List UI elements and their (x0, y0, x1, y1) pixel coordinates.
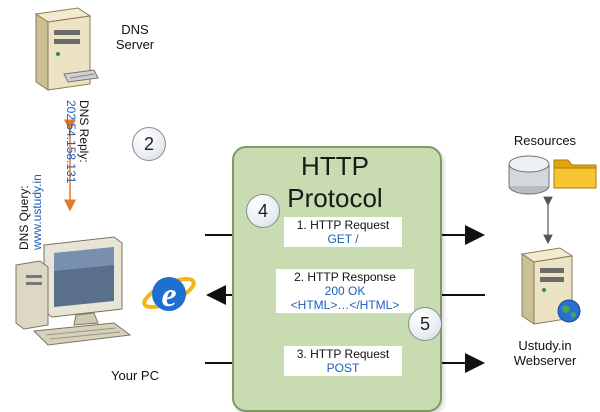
dns-server-icon (28, 4, 100, 101)
request2-message: 3. HTTP Request POST (284, 346, 402, 376)
resources-label: Resources (513, 133, 577, 148)
step-2-badge: 2 (132, 127, 166, 161)
database-icon (506, 152, 552, 201)
globe-icon (556, 298, 582, 329)
dns-server-label: DNS Server (115, 22, 155, 52)
desktop-pc-icon (4, 225, 144, 360)
internet-explorer-icon: e (140, 264, 198, 327)
folder-icon (552, 152, 598, 197)
request1-message: 1. HTTP Request GET / (284, 217, 402, 247)
dns-reply-label: DNS Reply: 202.54.158.131 (64, 100, 91, 184)
step-5-badge: 5 (408, 307, 442, 341)
response-message: 2. HTTP Response 200 OK <HTML>…</HTML> (276, 269, 414, 313)
svg-text:e: e (161, 277, 176, 314)
pc-label: Your PC (111, 368, 159, 383)
webserver-label: Ustudy.in Webserver (513, 338, 577, 368)
protocol-title: HTTP Protocol (287, 151, 383, 213)
step-4-badge: 4 (246, 194, 280, 228)
